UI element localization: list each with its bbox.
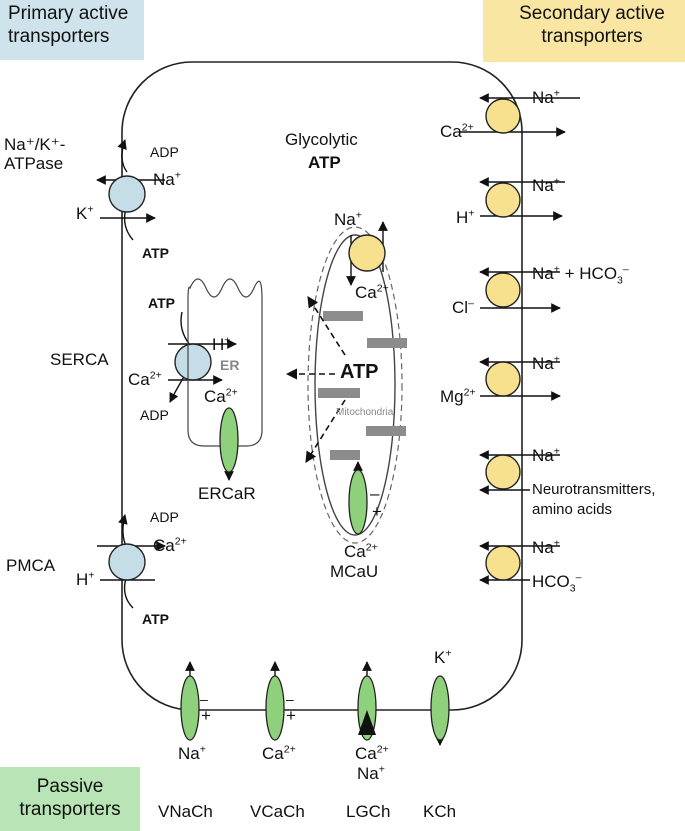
glycolytic-atp-label: ATP (308, 153, 341, 172)
vcach-minus: – (286, 691, 294, 707)
na-ion-lgch: Na+ (357, 763, 385, 783)
exchanger-na-neurotransmitters (479, 450, 560, 495)
er-label: ER (220, 357, 240, 373)
ca-ion-mcau: Ca2+ (344, 541, 378, 561)
exchanger-na-mg (479, 357, 561, 401)
passive-transporters-label: Passive transporters (0, 767, 140, 831)
ercar-channel (219, 407, 239, 481)
exchanger-na-hco3-cl (479, 267, 561, 313)
na-ion-r1: Na+ (532, 87, 560, 107)
na-hco3-ion-r3: Na+ + HCO3– (532, 263, 629, 287)
na-ion-atpase: Na+ (153, 169, 181, 189)
amino-acids-label: amino acids (532, 501, 613, 518)
h-ion-r2: H+ (456, 207, 475, 227)
mg-ion-r4: Mg2+ (440, 386, 476, 406)
neurotransmitters-label: Neurotransmitters, (532, 481, 656, 498)
cell-membrane (121, 61, 523, 711)
mcau-label: MCaU (330, 562, 379, 581)
er-outline (187, 278, 263, 447)
mitochondria-label: Mitochondria (336, 407, 394, 418)
h-ion-serca: H+ (212, 334, 231, 354)
na-ion-r6: Na+ (532, 537, 560, 557)
cl-ion-r3: Cl– (452, 297, 474, 317)
adp-label-1: ADP (150, 144, 179, 160)
exchanger-na-ca (460, 93, 580, 137)
vnach-minus: – (200, 691, 208, 707)
ca-ion-r1: Ca2+ (440, 121, 474, 141)
na-ion-r5: Na+ (532, 445, 560, 465)
ca-ion-pmca: Ca2+ (153, 535, 187, 555)
na-ion-mito: Na+ (334, 209, 362, 229)
adp-label-2: ADP (140, 407, 169, 423)
k-ion-atpase: K+ (76, 203, 94, 223)
kch-channel (430, 675, 450, 746)
mito-na-ca-exchanger (346, 221, 388, 286)
vcach-label: VCaCh (250, 802, 305, 821)
lgch-label: LGCh (346, 802, 391, 821)
ca-ion-lgch: Ca2+ (355, 743, 389, 763)
exchanger-na-h (479, 177, 565, 221)
ca-ion-vcach: Ca2+ (262, 743, 296, 763)
mitochondria-cristae (318, 311, 407, 460)
pmca-pump (97, 514, 166, 609)
ca-ion-serca: Ca2+ (128, 369, 162, 389)
exchanger-na-hco3 (479, 541, 560, 585)
kch-label: KCh (423, 802, 457, 821)
mcau-minus: – (370, 484, 380, 503)
h-ion-pmca: H+ (76, 569, 95, 589)
ercar-label: ERCaR (198, 484, 256, 503)
serca-label: SERCA (50, 350, 109, 369)
secondary-active-transporters-label: Secondary active transporters (483, 0, 685, 62)
atp-label-2: ATP (148, 295, 175, 311)
na-ion-r2: Na+ (532, 175, 560, 195)
mcau-plus: + (372, 502, 382, 521)
adp-label-3: ADP (150, 509, 179, 525)
na-ion-r4: Na+ (532, 353, 560, 373)
pmca-label: PMCA (6, 556, 56, 575)
center-atp-label: ATP (340, 361, 379, 383)
na-ion-vnach: Na+ (178, 743, 206, 763)
primary-active-transporters-label: Primary active transporters (0, 0, 144, 60)
vnach-plus: + (201, 706, 211, 725)
vcach-channel (265, 661, 285, 741)
mitochondria-outer (307, 226, 403, 544)
vnach-channel (180, 661, 200, 741)
atp-label-1: ATP (142, 245, 169, 261)
atp-flow-arrows (285, 296, 346, 463)
mitochondria-inner (314, 234, 396, 536)
lgch-channel (357, 661, 377, 741)
mcau-channel (348, 461, 368, 535)
na-k-atpase-label: Na⁺/K⁺-ATPase (4, 135, 66, 173)
glycolytic-label: Glycolytic (285, 130, 358, 149)
vcach-plus: + (286, 706, 296, 725)
k-ion-kch: K+ (434, 647, 452, 667)
vnach-label: VNaCh (158, 802, 213, 821)
na-k-atpase-pump (96, 139, 165, 241)
ca-ion-er: Ca2+ (204, 386, 238, 406)
ca-ion-mito: Ca2+ (355, 282, 389, 302)
hco3-ion-r6: HCO3– (532, 571, 582, 595)
atp-label-3: ATP (142, 611, 169, 627)
